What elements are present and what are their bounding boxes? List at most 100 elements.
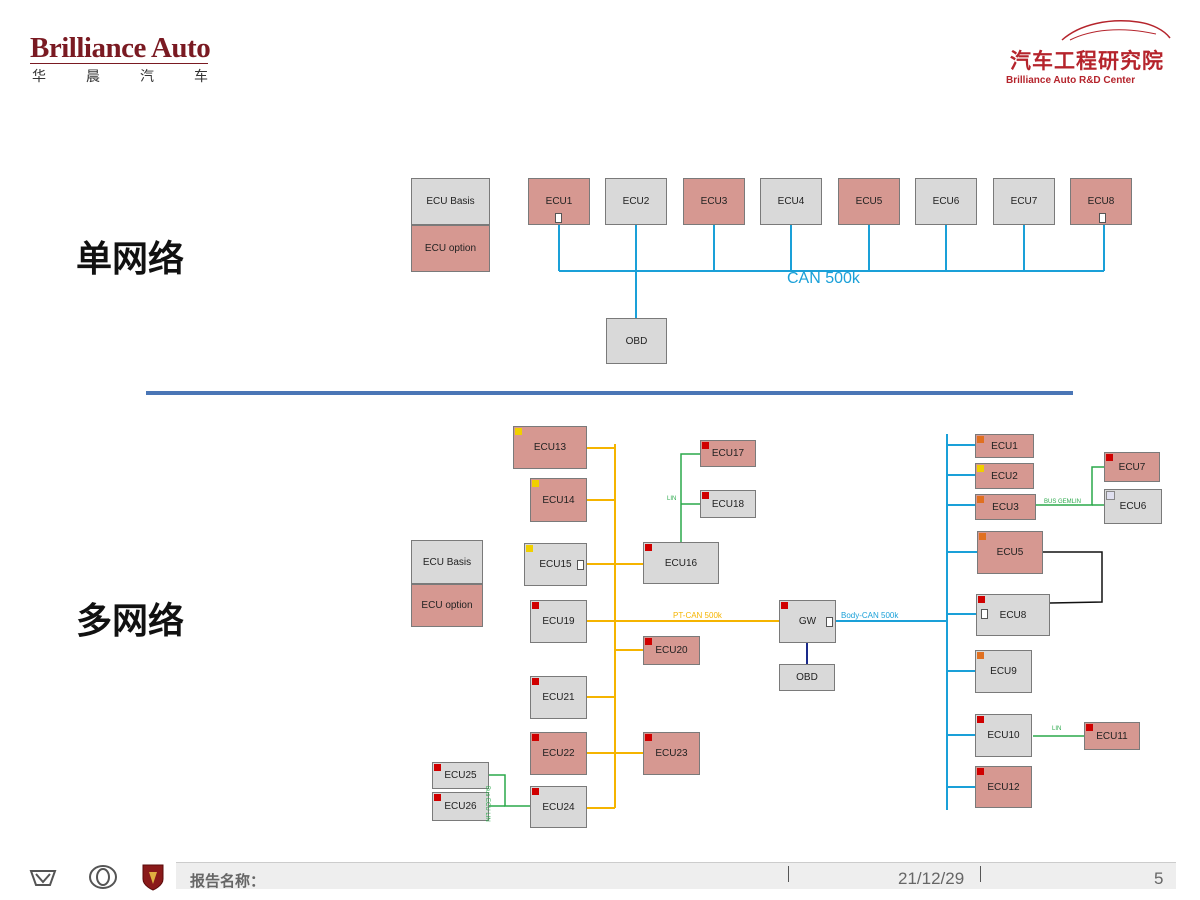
ecu-box: ECU2 — [975, 463, 1034, 489]
shield-logo-icon — [142, 864, 164, 891]
car-silhouette-icon — [1061, 20, 1171, 41]
legend-basis: ECU Basis — [411, 540, 483, 584]
ecu-box: ECU2 — [605, 178, 667, 225]
single-network-title: 单网络 — [76, 239, 185, 280]
zhonghua-logo-icon — [29, 870, 57, 886]
ecu-label: ECU10 — [987, 730, 1020, 741]
legend-basis-label: ECU Basis — [426, 196, 475, 207]
ecu-marker — [645, 638, 652, 645]
ecu-label: ECU6 — [932, 196, 960, 207]
rd-center-name-en: Brilliance Auto R&D Center — [1006, 75, 1136, 86]
ecu-box: ECU21 — [530, 676, 587, 719]
ecu-label: ECU8 — [999, 609, 1027, 621]
ecu-label: ECU1 — [545, 196, 573, 207]
ecu-label: ECU18 — [711, 498, 745, 510]
page-number: 5 — [1154, 869, 1164, 888]
ecu-marker — [978, 596, 985, 603]
ecu-box: ECU8 — [976, 594, 1050, 636]
brand-name-cn: 华 晨 汽 车 — [32, 66, 208, 86]
ecu-marker — [977, 436, 984, 443]
ecu-label: ECU20 — [655, 645, 688, 656]
ecu-box: ECU7 — [1104, 452, 1160, 482]
ecu-label: ECU3 — [700, 196, 728, 207]
body-can-label: Body-CAN 500k — [841, 611, 899, 620]
ecu-label: ECU21 — [542, 692, 575, 703]
obd-label: OBD — [625, 335, 648, 347]
ecu-box: ECU7 — [993, 178, 1055, 225]
ecu-box: ECU20 — [643, 636, 700, 665]
ecu-box: ECU19 — [530, 600, 587, 643]
ecu-label: ECU17 — [711, 448, 745, 459]
ecu-label: ECU2 — [622, 196, 650, 207]
ecu-marker — [434, 794, 441, 801]
legend-basis-label: ECU Basis — [422, 556, 472, 568]
ecu-box: ECU12 — [975, 766, 1032, 808]
ecu-marker — [434, 764, 441, 771]
lin-label: LIN — [667, 496, 677, 502]
footer-date: 21/12/29 — [898, 869, 965, 888]
obd-box: OBD — [779, 664, 835, 691]
brand-cn-char: 华 — [32, 68, 46, 84]
brand-name: Brilliance Auto — [30, 32, 211, 64]
ecu-marker — [526, 545, 533, 552]
ecu-label: ECU1 — [991, 440, 1018, 452]
lin-bus — [489, 774, 531, 807]
ecu-marker — [977, 768, 984, 775]
ecu-box: ECU18 — [700, 490, 756, 518]
ecu-box: ECU3 — [683, 178, 745, 225]
ecu-label: ECU14 — [542, 494, 575, 506]
ecu-box: ECU6 — [1104, 489, 1162, 524]
ecu-box: ECU5 — [838, 178, 900, 225]
pt-can-label: PT-CAN 500k — [673, 611, 722, 620]
ecu-marker — [532, 678, 539, 685]
ecu-label: ECU11 — [1096, 730, 1128, 742]
ecu-label: ECU16 — [664, 557, 698, 569]
gateway-box: GW — [779, 600, 836, 643]
ecu-marker — [532, 734, 539, 741]
footer-separator — [788, 866, 789, 882]
ecu-label: ECU8 — [1087, 196, 1115, 207]
ecu-marker — [977, 652, 984, 659]
footer-separator — [980, 866, 981, 882]
legend-basis: ECU Basis — [411, 178, 490, 225]
ecu-marker — [977, 496, 984, 503]
ecu-label: ECU5 — [855, 196, 883, 207]
ecu-marker — [532, 480, 539, 487]
jinbei-logo-icon — [89, 865, 117, 889]
ecu-box: ECU11 — [1084, 722, 1140, 750]
termination-resistor-icon — [577, 560, 584, 570]
ecu-marker — [1106, 454, 1113, 461]
ecu-label: ECU12 — [987, 781, 1020, 793]
ecu-box: ECU6 — [915, 178, 977, 225]
ecu-label: ECU9 — [990, 666, 1017, 677]
ecu-marker — [532, 602, 539, 609]
gateway-label: GW — [798, 616, 817, 627]
ecu-label: ECU13 — [533, 442, 567, 453]
brand-cn-char: 汽 — [140, 68, 154, 84]
ecu-box: ECU16 — [643, 542, 719, 584]
ecu-box: ECU22 — [530, 732, 587, 775]
ecu-marker — [532, 788, 539, 795]
footer-bar — [176, 862, 1176, 889]
ecu-marker — [1106, 491, 1115, 500]
legend-option: ECU option — [411, 584, 483, 627]
obd-label: OBD — [796, 672, 818, 683]
lin-label: LIN — [1052, 726, 1062, 732]
ecu-label: ECU2 — [991, 470, 1018, 482]
brand-rule — [30, 63, 208, 64]
ecu-box: ECU1 — [975, 434, 1034, 458]
ecu-box: ECU10 — [975, 714, 1032, 757]
section-divider — [146, 391, 1073, 395]
ecu-label: ECU7 — [1118, 461, 1146, 473]
termination-resistor-icon — [981, 609, 988, 619]
ecu-box: ECU3 — [975, 494, 1036, 520]
legend-option-label: ECU option — [424, 243, 477, 254]
legend-option-label: ECU option — [421, 600, 473, 611]
bus-gemlin-label: BUS GEMLIN — [1044, 499, 1082, 505]
lin-bus — [1036, 466, 1104, 506]
ecu-label: ECU4 — [777, 196, 805, 207]
ecu-box: ECU17 — [700, 440, 756, 467]
legend-option: ECU option — [411, 225, 490, 272]
ecu-marker — [977, 716, 984, 723]
